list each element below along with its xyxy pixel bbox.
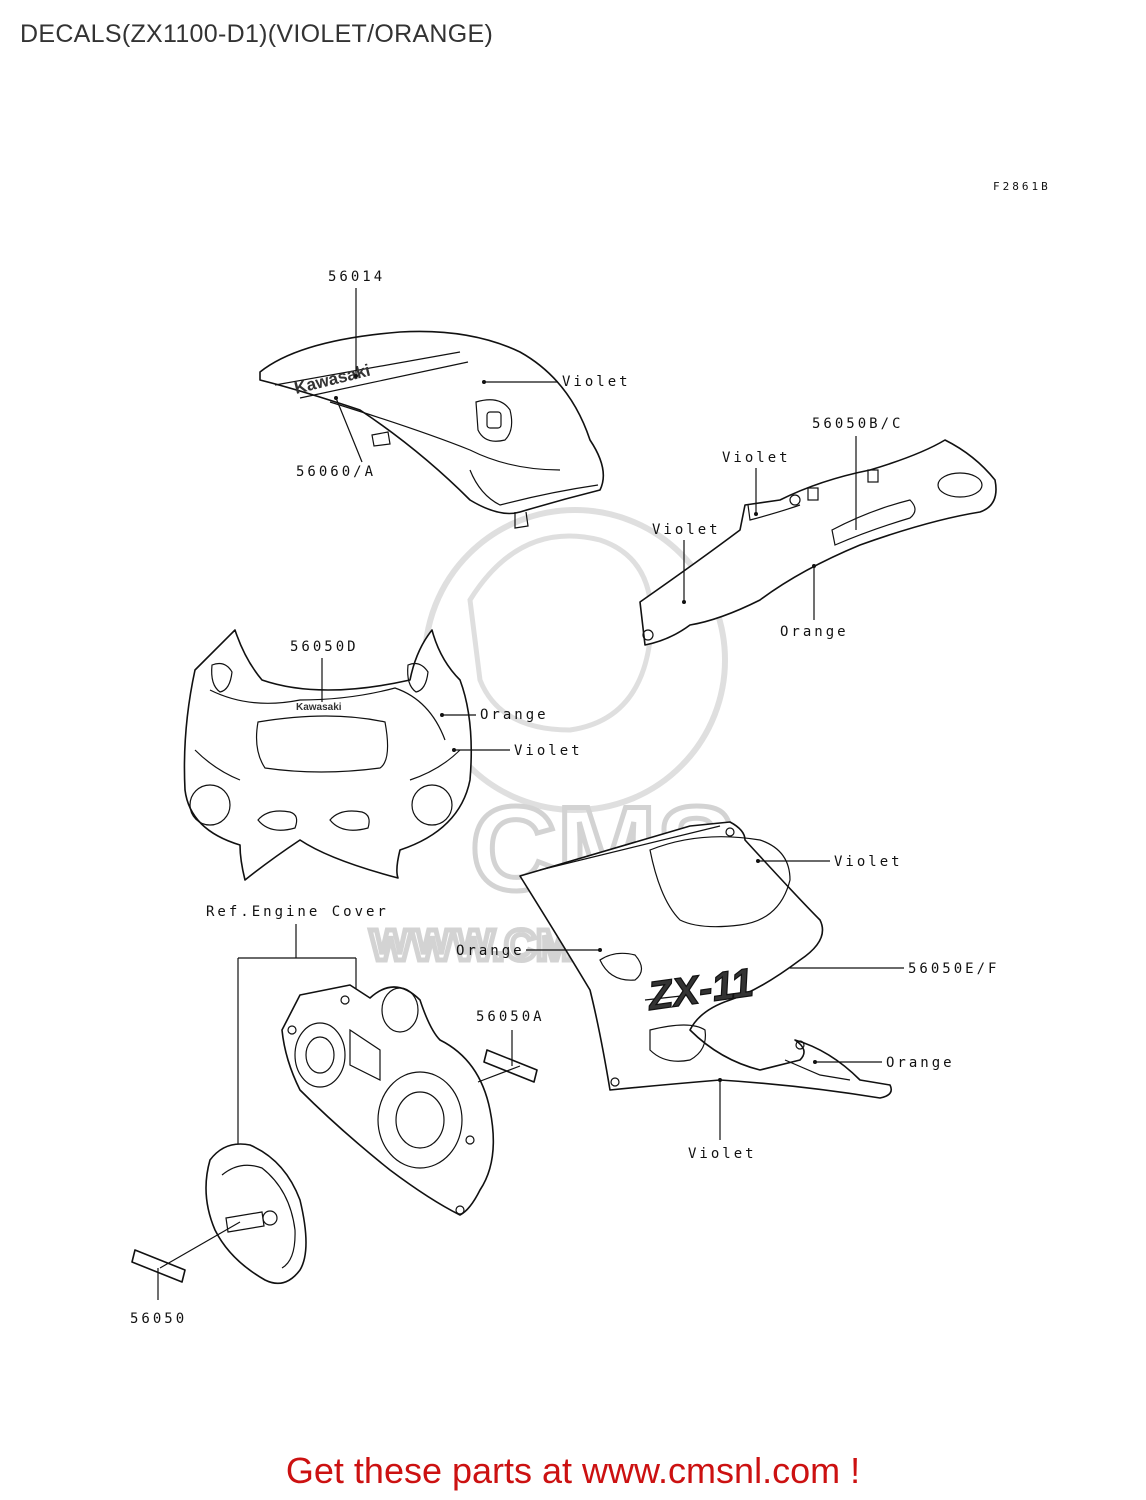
label-violet-seat-top: Violet [722, 450, 791, 466]
label-violet-fairing-upper: Violet [834, 854, 903, 870]
diagram-title: DECALS(ZX1100-D1)(VIOLET/ORANGE) [20, 20, 494, 48]
label-56050bc: 56050B/C [812, 416, 903, 432]
fuel-tank-part: Kawasaki [259, 330, 605, 529]
label-violet-fairing-lower: Violet [688, 1146, 757, 1162]
label-56050: 56050 [130, 1311, 187, 1327]
label-56050d: 56050D [290, 639, 359, 655]
label-violet-seat-side: Violet [652, 522, 721, 538]
label-56050ef: 56050E/F [908, 961, 999, 977]
label-56060a: 56060/A [296, 464, 376, 480]
seat-cover-part [639, 439, 997, 646]
decal-56050a-shape [483, 1049, 538, 1083]
label-orange-cowl: Orange [480, 707, 549, 723]
zx11-fairing-decal: ZX-11 [644, 961, 756, 1019]
label-violet-cowl: Violet [514, 743, 583, 759]
label-orange-fairing: Orange [456, 943, 525, 959]
label-orange-fairing-lower: Orange [886, 1055, 955, 1071]
label-ref-engine-cover: Ref.Engine Cover [206, 904, 389, 920]
engine-cover-part [281, 984, 495, 1216]
figure-ref: F2861B [993, 180, 1051, 193]
label-violet-tank: Violet [562, 374, 631, 390]
label-orange-seat: Orange [780, 624, 849, 640]
generator-cover-part [205, 1143, 307, 1285]
label-56050a: 56050A [476, 1009, 545, 1025]
label-56014: 56014 [328, 269, 385, 285]
upper-cowl-part: Kawasaki [183, 629, 473, 881]
side-fairing-part: ZX-11 [519, 821, 893, 1099]
kawasaki-cowl-decal: Kawasaki [296, 702, 342, 713]
footer-promo[interactable]: Get these parts at www.cmsnl.com ! [285, 1450, 861, 1491]
